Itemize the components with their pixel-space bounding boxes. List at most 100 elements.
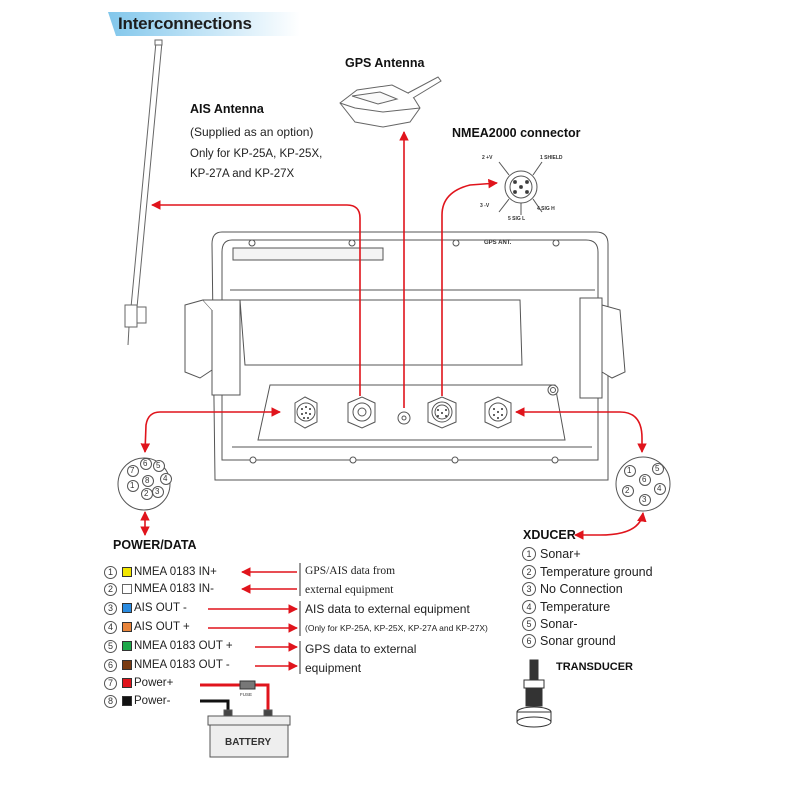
ais-antenna-note: (Supplied as an option) — [190, 125, 314, 139]
power-pin-number: 1 — [130, 481, 135, 490]
pin-label: No Connection — [540, 582, 623, 596]
description-ais-out-2: (Only for KP-25A, KP-25X, KP-27A and KP-… — [305, 623, 488, 633]
pin-label: NMEA 0183 OUT - — [134, 659, 230, 671]
power-pin-number: 3 — [155, 487, 160, 496]
transducer-icon — [516, 659, 552, 728]
title-banner — [108, 12, 300, 36]
ais-antenna-models-2: KP-27A and KP-27X — [190, 168, 295, 180]
pin-label: Temperature ground — [540, 565, 653, 579]
xducer-row: 2 Temperature ground — [522, 564, 653, 580]
pin-number-badge: 1 — [104, 565, 117, 579]
wire-color-swatch — [122, 622, 132, 632]
display-unit-rear — [184, 231, 626, 481]
wire-color-swatch — [122, 678, 132, 688]
pin-label: Power- — [134, 695, 171, 707]
transducer-label: TRANSDUCER — [556, 661, 633, 673]
battery-wiring — [200, 680, 270, 712]
nmea2000-pin: 3 -V — [480, 203, 490, 209]
pin-label: AIS OUT - — [134, 602, 187, 614]
xducer-pin-number: 2 — [625, 486, 630, 495]
wire-color-swatch — [122, 603, 132, 613]
xducer-pin-number: 1 — [627, 466, 632, 475]
gps-port-label: GPS ANT. — [484, 240, 512, 246]
pin-number-badge: 5 — [522, 617, 536, 631]
wire-color-swatch — [122, 567, 132, 577]
pin-label: Power+ — [134, 677, 174, 689]
gps-antenna-icon — [339, 76, 442, 128]
xducer-pin-number: 5 — [655, 464, 660, 473]
xducer-pin-number: 4 — [657, 484, 662, 493]
fuse-label: FUSE — [240, 692, 253, 697]
power-data-row: 8 Power- — [104, 693, 170, 709]
battery-label: BATTERY — [225, 737, 272, 748]
arrow-ais-antenna — [151, 200, 361, 396]
battery-icon — [207, 709, 291, 758]
xducer-row: 5 Sonar- — [522, 616, 578, 632]
power-data-row: 4 AIS OUT + — [104, 619, 190, 635]
nmea2000-pin: 5 SIG L — [508, 216, 526, 222]
gps-antenna-label: GPS Antenna — [345, 56, 425, 70]
description-gps-ais-in-2: external equipment — [305, 584, 394, 596]
pin-number-badge: 2 — [522, 565, 536, 579]
fuse-icon — [239, 680, 256, 690]
nmea2000-connector-icon — [498, 161, 543, 215]
power-data-row: 2 NMEA 0183 IN- — [104, 581, 214, 597]
ais-antenna-models-1: Only for KP-25A, KP-25X, — [190, 148, 323, 160]
page-title: Interconnections — [118, 14, 252, 33]
power-pin-number: 2 — [144, 489, 149, 498]
pin-label: AIS OUT + — [134, 621, 190, 633]
xducer-row: 1 Sonar+ — [522, 546, 581, 562]
nmea2000-pin: 1 SHIELD — [540, 155, 563, 161]
pin-label: Sonar ground — [540, 634, 616, 648]
xducer-connector-icon — [615, 456, 671, 512]
description-gps-out-2: equipment — [305, 661, 362, 675]
description-ais-out-1: AIS data to external equipment — [305, 602, 470, 616]
xducer-heading: XDUCER — [523, 528, 576, 542]
wire-color-swatch — [122, 641, 132, 651]
pin-number-badge: 6 — [104, 658, 117, 672]
power-pin-number: 6 — [143, 459, 148, 468]
power-data-connector-icon — [117, 457, 172, 511]
nmea2000-pin: 2 +V — [482, 155, 493, 161]
nmea2000-pin: 4 SIG H — [537, 206, 555, 212]
pin-number-badge: 3 — [522, 582, 536, 596]
wire-color-swatch — [122, 584, 132, 594]
pin-number-badge: 4 — [104, 620, 117, 634]
pin-number-badge: 6 — [522, 634, 536, 648]
nmea2000-label: NMEA2000 connector — [452, 126, 581, 140]
connection-arrows — [140, 131, 647, 671]
xducer-row: 6 Sonar ground — [522, 633, 616, 649]
description-gps-ais-in-1: GPS/AIS data from — [305, 565, 396, 577]
power-data-row: 7 Power+ — [104, 675, 173, 691]
arrow-power-data-top — [140, 407, 281, 453]
power-data-heading: POWER/DATA — [113, 538, 197, 552]
pin-number-badge: 1 — [522, 547, 536, 561]
pin-number-badge: 5 — [104, 639, 117, 653]
power-pin-number: 4 — [163, 474, 168, 483]
pin-number-badge: 8 — [104, 694, 117, 708]
pin-number-badge: 4 — [522, 600, 536, 614]
xducer-row: 3 No Connection — [522, 581, 623, 597]
description-gps-out-1: GPS data to external — [305, 642, 417, 656]
arrow-nmea2000 — [441, 178, 498, 396]
power-data-row: 1 NMEA 0183 IN+ — [104, 564, 217, 580]
pin-label: NMEA 0183 IN- — [134, 583, 214, 595]
power-data-row: 3 AIS OUT - — [104, 600, 187, 616]
pin-label: NMEA 0183 OUT + — [134, 640, 233, 652]
power-data-row: 6 NMEA 0183 OUT - — [104, 657, 230, 673]
power-data-row: 5 NMEA 0183 OUT + — [104, 638, 233, 654]
wire-color-swatch — [122, 660, 132, 670]
wire-color-swatch — [122, 696, 132, 706]
arrow-xducer-top — [515, 407, 647, 453]
pin-label: Temperature — [540, 600, 611, 614]
power-pin-number: 8 — [145, 476, 150, 485]
xducer-pin-number: 6 — [642, 475, 647, 484]
xducer-pin-number: 3 — [642, 495, 647, 504]
ais-antenna-label: AIS Antenna — [190, 102, 264, 116]
pin-label: Sonar- — [540, 617, 578, 631]
xducer-row: 4 Temperature — [522, 599, 610, 615]
pin-label: NMEA 0183 IN+ — [134, 566, 217, 578]
ais-antenna-icon — [124, 39, 163, 346]
power-pin-number: 7 — [130, 466, 135, 475]
